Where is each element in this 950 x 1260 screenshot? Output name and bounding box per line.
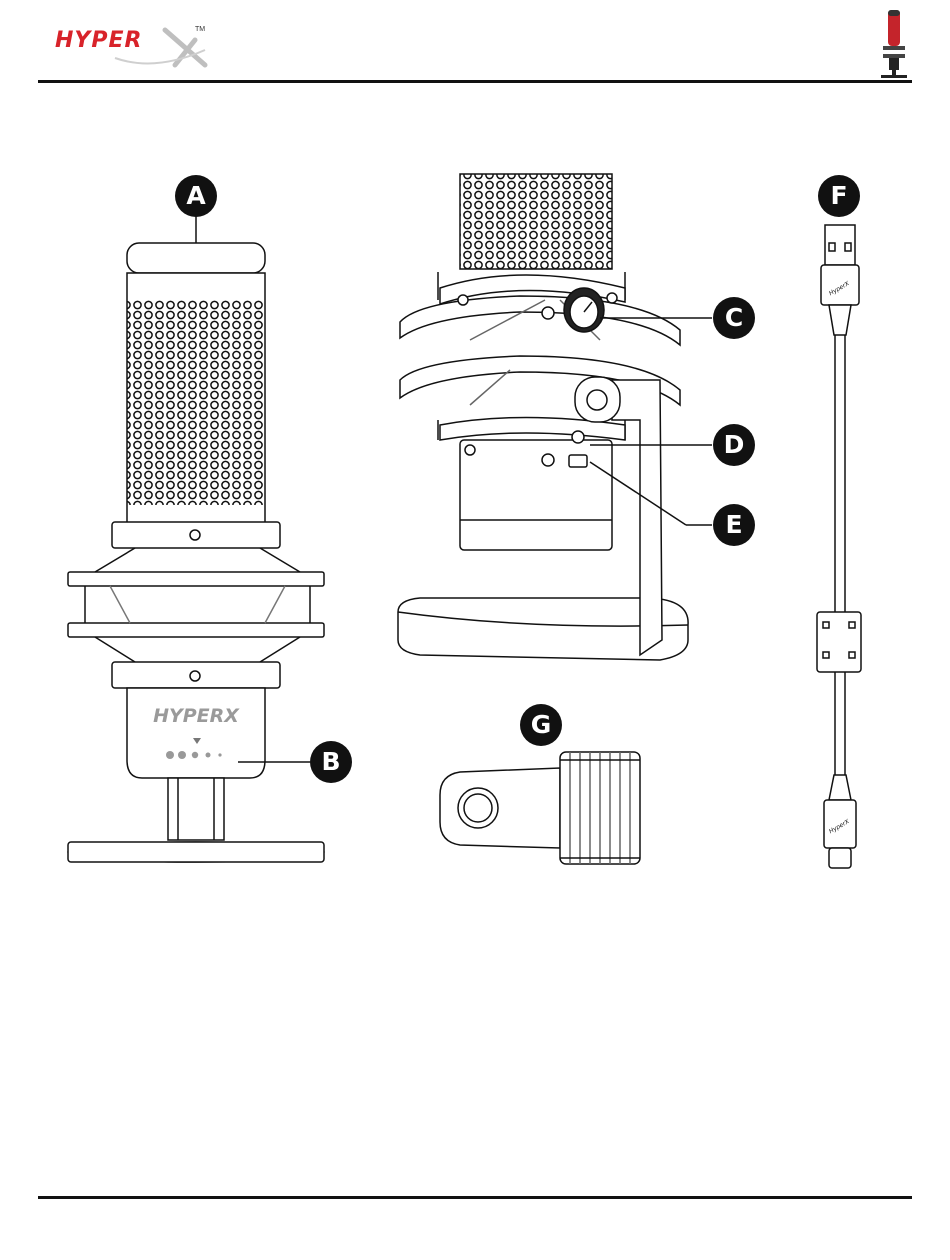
callout-b: B — [310, 741, 352, 783]
callout-c: C — [713, 297, 755, 339]
callout-f: F — [818, 175, 860, 217]
callout-d: D — [713, 424, 755, 466]
base-logo: HYPERX — [153, 705, 240, 727]
callout-a: A — [175, 175, 217, 217]
callout-e: E — [713, 504, 755, 546]
angled-microphone — [398, 174, 688, 660]
mount-adapter — [440, 752, 640, 864]
callout-g: G — [520, 704, 562, 746]
front-microphone — [68, 243, 324, 862]
usb-cable — [817, 225, 861, 868]
